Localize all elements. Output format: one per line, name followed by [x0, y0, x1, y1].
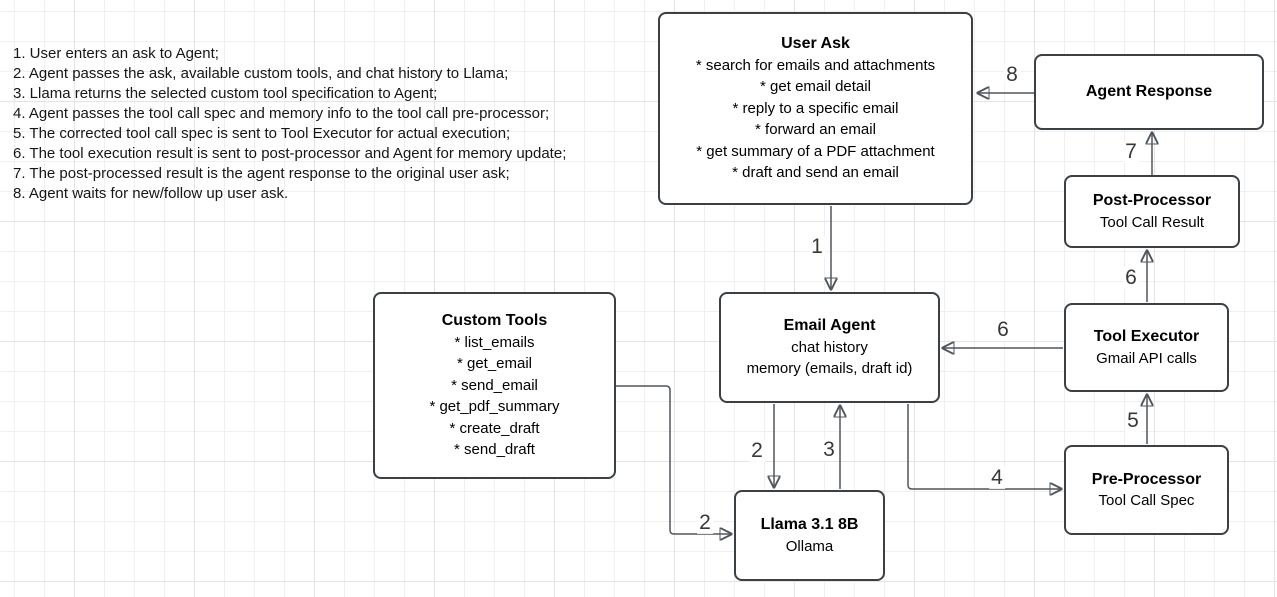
node-pre-processor-title: Pre-Processor [1091, 470, 1202, 488]
edge-label-1[interactable]: 1 [809, 235, 825, 258]
node-custom-tools-title: Custom Tools [441, 312, 548, 330]
step-note-8: 8. Agent waits for new/follow up user as… [13, 185, 289, 202]
node-agent-response-title: Agent Response [1085, 83, 1213, 101]
node-email-agent[interactable]: Email Agent chat history memory (emails,… [719, 292, 940, 403]
edge-label-2a[interactable]: 2 [749, 439, 765, 462]
node-tool-executor-title: Tool Executor [1093, 328, 1200, 345]
step-note-1: 1. User enters an ask to Agent; [13, 45, 219, 62]
edge-label-3[interactable]: 3 [821, 438, 837, 461]
node-custom-tools-line: * get_pdf_summary [429, 398, 560, 416]
node-custom-tools[interactable]: Custom Tools * list_emails * get_email *… [373, 292, 616, 479]
node-user-ask-title: User Ask [781, 35, 850, 53]
edge-label-2b[interactable]: 2 [697, 511, 713, 534]
step-note-2: 2. Agent passes the ask, available custo… [13, 65, 509, 82]
node-custom-tools-line: * send_draft [454, 441, 535, 459]
step-note-5: 5. The corrected tool call spec is sent … [13, 125, 511, 142]
edge-label-6b[interactable]: 6 [995, 318, 1011, 341]
edge-2-custom-tools-to-llama [614, 385, 731, 534]
node-email-agent-line: memory (emails, draft id) [746, 360, 913, 378]
node-agent-response[interactable]: Agent Response [1034, 54, 1264, 130]
edge-label-6a[interactable]: 6 [1123, 266, 1139, 289]
node-tool-executor[interactable]: Tool Executor Gmail API calls [1064, 303, 1229, 392]
node-custom-tools-line: * get_email [456, 355, 533, 373]
step-note-6: 6. The tool execution result is sent to … [13, 145, 567, 162]
node-user-ask-line: * draft and send an email [732, 164, 899, 182]
node-llama-title: Llama 3.1 8B [760, 516, 859, 533]
edge-4-email-agent-to-pre-processor [907, 404, 1061, 489]
node-post-processor-subtitle: Tool Call Result [1099, 213, 1205, 231]
edge-label-5[interactable]: 5 [1125, 409, 1141, 432]
node-post-processor-title: Post-Processor [1092, 192, 1212, 209]
step-notes: 1. User enters an ask to Agent; 2. Agent… [13, 44, 566, 204]
node-llama[interactable]: Llama 3.1 8B Ollama [734, 490, 885, 581]
edge-label-4[interactable]: 4 [989, 466, 1005, 489]
node-email-agent-title: Email Agent [783, 317, 876, 335]
node-post-processor[interactable]: Post-Processor Tool Call Result [1064, 175, 1240, 248]
node-custom-tools-line: * list_emails [454, 333, 535, 351]
node-user-ask-line: * get email detail [760, 78, 871, 96]
node-user-ask-line: * forward an email [755, 121, 876, 139]
node-custom-tools-line: * send_email [451, 376, 538, 394]
node-user-ask-line: * get summary of a PDF attachment [696, 142, 935, 160]
node-email-agent-line: chat history [791, 338, 868, 356]
edge-label-7[interactable]: 7 [1123, 140, 1139, 163]
node-user-ask[interactable]: User Ask * search for emails and attachm… [658, 12, 973, 205]
step-note-4: 4. Agent passes the tool call spec and m… [13, 105, 550, 122]
node-user-ask-line: * reply to a specific email [732, 99, 899, 117]
edge-label-8[interactable]: 8 [1004, 63, 1020, 86]
step-note-7: 7. The post-processed result is the agen… [13, 165, 510, 182]
step-note-3: 3. Llama returns the selected custom too… [13, 85, 438, 102]
node-tool-executor-subtitle: Gmail API calls [1096, 349, 1197, 367]
node-pre-processor-subtitle: Tool Call Spec [1098, 492, 1195, 509]
node-custom-tools-line: * create_draft [449, 419, 540, 437]
node-user-ask-line: * search for emails and attachments [695, 56, 936, 74]
node-pre-processor[interactable]: Pre-Processor Tool Call Spec [1064, 445, 1229, 535]
node-llama-subtitle: Ollama [785, 537, 834, 555]
